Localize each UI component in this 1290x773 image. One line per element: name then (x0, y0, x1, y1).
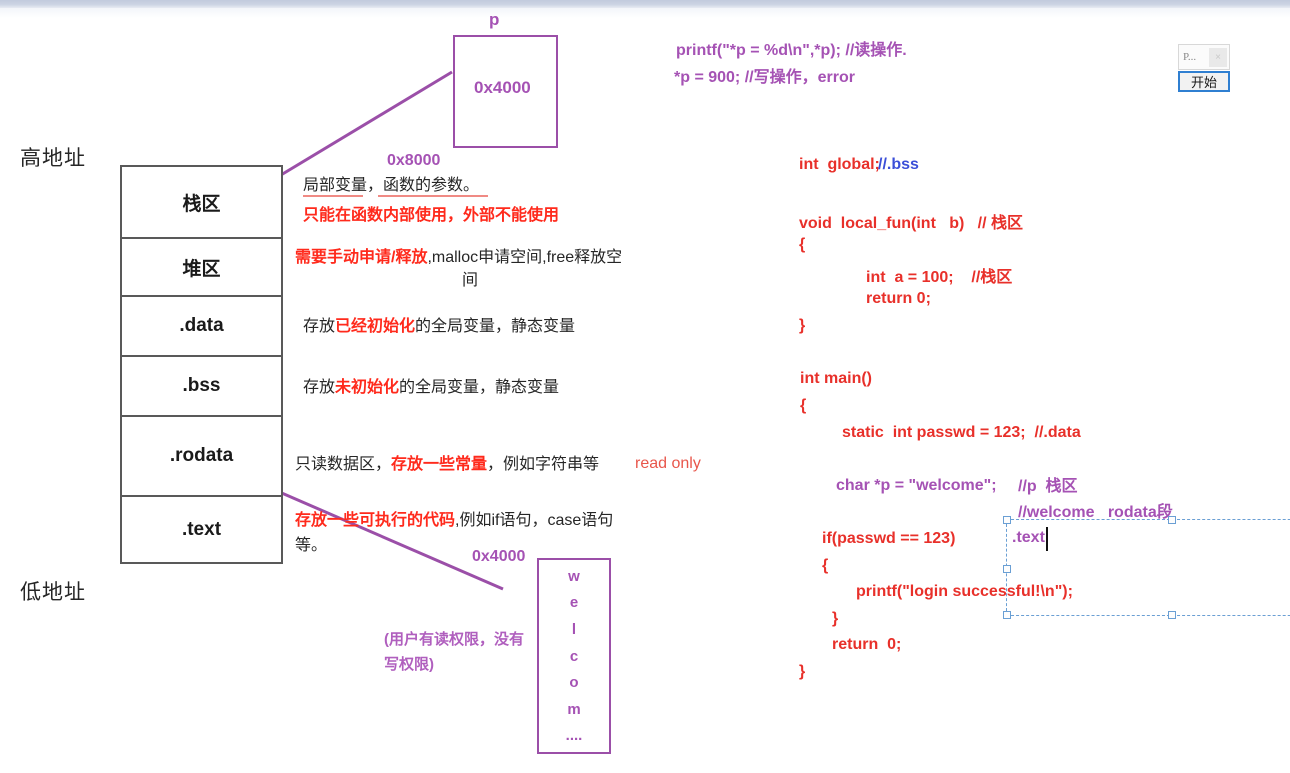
window-top-bar-fade (0, 8, 1290, 18)
memory-row-data[interactable]: .data (122, 297, 281, 357)
code-char-pointer: char *p = "welcome"; (836, 477, 997, 494)
annotation-data-pre: 存放 (303, 318, 336, 335)
text-caret (1046, 527, 1048, 551)
code-brace-close-3: } (832, 610, 839, 627)
code-comment-p: //p 栈区 (1018, 478, 1078, 495)
underline-mark-1 (303, 195, 363, 197)
memory-row-label: .rodata (169, 445, 234, 466)
annotation-bss-red: 未初始化 (335, 379, 400, 396)
high-address-label: 高地址 (20, 147, 86, 170)
memory-row-rodata[interactable]: .rodata (122, 417, 281, 497)
resize-handle-middle-left[interactable] (1003, 564, 1011, 573)
annotation-data: 存放已经初始化的全局变量，静态变量 (303, 315, 575, 339)
code-main-signature: int main() (800, 370, 872, 387)
annotation-stack-plain: 局部变量，函数的参数。 (303, 177, 480, 194)
code-static-passwd: static int passwd = 123; //.data (842, 424, 1081, 441)
code-printf: printf("login successful!\n"); (856, 583, 1073, 600)
annotation-rodata-pre: 只读数据区， (295, 456, 392, 473)
code-brace-close-1: } (799, 317, 806, 334)
stack-address-label: 0x8000 (387, 152, 441, 169)
annotation-heap: 需要手动申请/释放,malloc申请空间,free释放空 (295, 246, 645, 270)
window-top-bar (0, 0, 1290, 8)
selected-textbox[interactable] (1003, 516, 1290, 619)
code-global-decl: int global; (799, 156, 880, 173)
annotation-text-post2: 等。 (295, 537, 328, 554)
start-button[interactable]: 开始 (1178, 71, 1230, 92)
code-local-variable: int a = 100; //栈区 (866, 269, 1013, 286)
permission-note-line1: (用户有读权限，没有 (384, 631, 524, 648)
annotation-rodata-red: 存放一些常量 (391, 456, 488, 473)
annotation-data-post: 的全局变量，静态变量 (415, 318, 576, 335)
resize-handle-top-center[interactable] (1168, 516, 1176, 524)
memory-row-label: .data (179, 315, 224, 336)
memory-row-bss[interactable]: .bss (122, 357, 281, 417)
pointer-value-label: 0x4000 (474, 78, 531, 97)
memory-row-label: .text (181, 518, 222, 540)
code-brace-open-3: { (822, 557, 829, 574)
memory-row-stack[interactable]: 栈区 (122, 167, 281, 239)
low-address-label: 低地址 (20, 581, 86, 604)
resize-handle-bottom-center[interactable] (1168, 611, 1176, 619)
selected-textbox-text[interactable]: .text (1012, 529, 1045, 546)
annotation-heap-red: 需要手动申请/释放 (295, 249, 428, 266)
resize-handle-top-left[interactable] (1003, 516, 1011, 524)
annotation-heap-rest: ,malloc申请空间,free释放空 (427, 249, 623, 266)
annotation-data-red: 已经初始化 (335, 318, 416, 335)
annotation-stack-red: 只能在函数内部使用，外部不能使用 (303, 207, 560, 224)
pointer-op-write: *p = 900; //写操作，error (674, 69, 855, 86)
thumbnail-placeholder-icon: × (1209, 48, 1227, 67)
annotation-rodata-post: ，例如字符串等 (487, 456, 600, 473)
resize-handle-bottom-left[interactable] (1003, 611, 1011, 619)
memory-row-label: .bss (182, 375, 221, 396)
presentation-start-widget[interactable]: P... × 开始 (1178, 44, 1230, 92)
annotation-text-red: 存放一些可执行的代码 (295, 512, 456, 529)
memory-layout-table: 栈区 堆区 .data .bss .rodata .text (120, 165, 283, 564)
annotation-rodata: 只读数据区，存放一些常量，例如字符串等 (295, 453, 599, 477)
string-literal-box[interactable] (537, 558, 611, 754)
code-function-signature: void local_fun(int b) // 栈区 (799, 215, 1024, 232)
code-brace-open-2: { (800, 397, 807, 414)
annotation-bss-pre: 存放 (303, 379, 336, 396)
code-return-main: return 0; (832, 636, 902, 653)
code-brace-open-1: { (799, 236, 806, 253)
memory-row-text[interactable]: .text (122, 497, 281, 564)
memory-row-label: 堆区 (182, 258, 221, 280)
annotation-read-only: read only (635, 455, 701, 472)
permission-note-line2: 写权限) (384, 656, 434, 673)
annotation-bss-post: 的全局变量，静态变量 (399, 379, 560, 396)
slide-thumbnail[interactable]: P... × (1178, 44, 1230, 70)
annotation-text-post: ,例如if语句，case语句 (455, 512, 614, 529)
memory-row-label: 栈区 (182, 193, 221, 215)
code-if-condition: if(passwd == 123) (822, 530, 956, 547)
string-address-label: 0x4000 (472, 548, 526, 565)
annotation-bss: 存放未初始化的全局变量，静态变量 (303, 376, 559, 400)
underline-mark-2 (378, 195, 488, 197)
annotation-text: 存放一些可执行的代码,例如if语句，case语句 (295, 509, 613, 533)
code-return-fun: return 0; (866, 290, 931, 307)
memory-row-heap[interactable]: 堆区 (122, 239, 281, 297)
annotation-heap-rest2: 间 (461, 272, 478, 289)
pointer-variable-box[interactable] (453, 35, 558, 148)
code-brace-close-2: } (799, 663, 806, 680)
pointer-name-label: p (489, 10, 500, 29)
code-global-comment: //.bss (878, 156, 919, 173)
pointer-op-read: printf("*p = %d\n",*p); //读操作. (676, 42, 907, 59)
code-comment-welcome: //welcome rodata段 (1018, 504, 1173, 521)
slide-thumbnail-label: P... (1183, 51, 1197, 63)
